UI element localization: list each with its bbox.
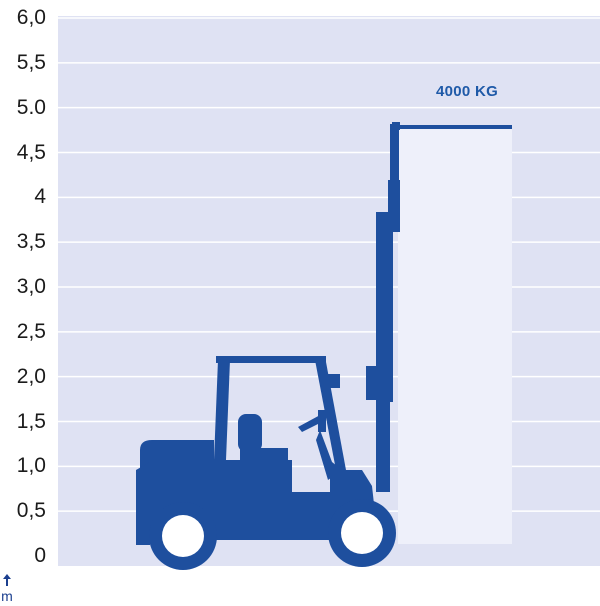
y-tick-label: 1,0 (16, 454, 46, 478)
front-wheel-hub (341, 512, 383, 554)
y-axis-unit: m (1, 588, 13, 604)
rear-wheel-hub (162, 515, 204, 557)
y-tick-label: 3,0 (16, 275, 46, 298)
y-tick-label: 5.0 (16, 95, 46, 119)
y-tick-label: 6,0 (16, 6, 46, 29)
y-tick-label: 5,5 (16, 50, 46, 74)
y-tick-label: 0 (34, 544, 46, 567)
y-tick-label: 2,0 (16, 364, 46, 388)
y-tick-label: 2,5 (16, 319, 46, 343)
y-tick-label: 4,5 (16, 140, 46, 164)
y-tick-label: 1,5 (16, 409, 46, 433)
y-tick-label: 3,5 (16, 230, 46, 254)
unit-arrow-icon (3, 574, 11, 586)
y-tick-label: 0,5 (16, 499, 46, 523)
y-tick-label: 4 (34, 185, 46, 209)
load-zone (398, 128, 512, 544)
load-capacity-label: 4000 KG (436, 83, 499, 100)
